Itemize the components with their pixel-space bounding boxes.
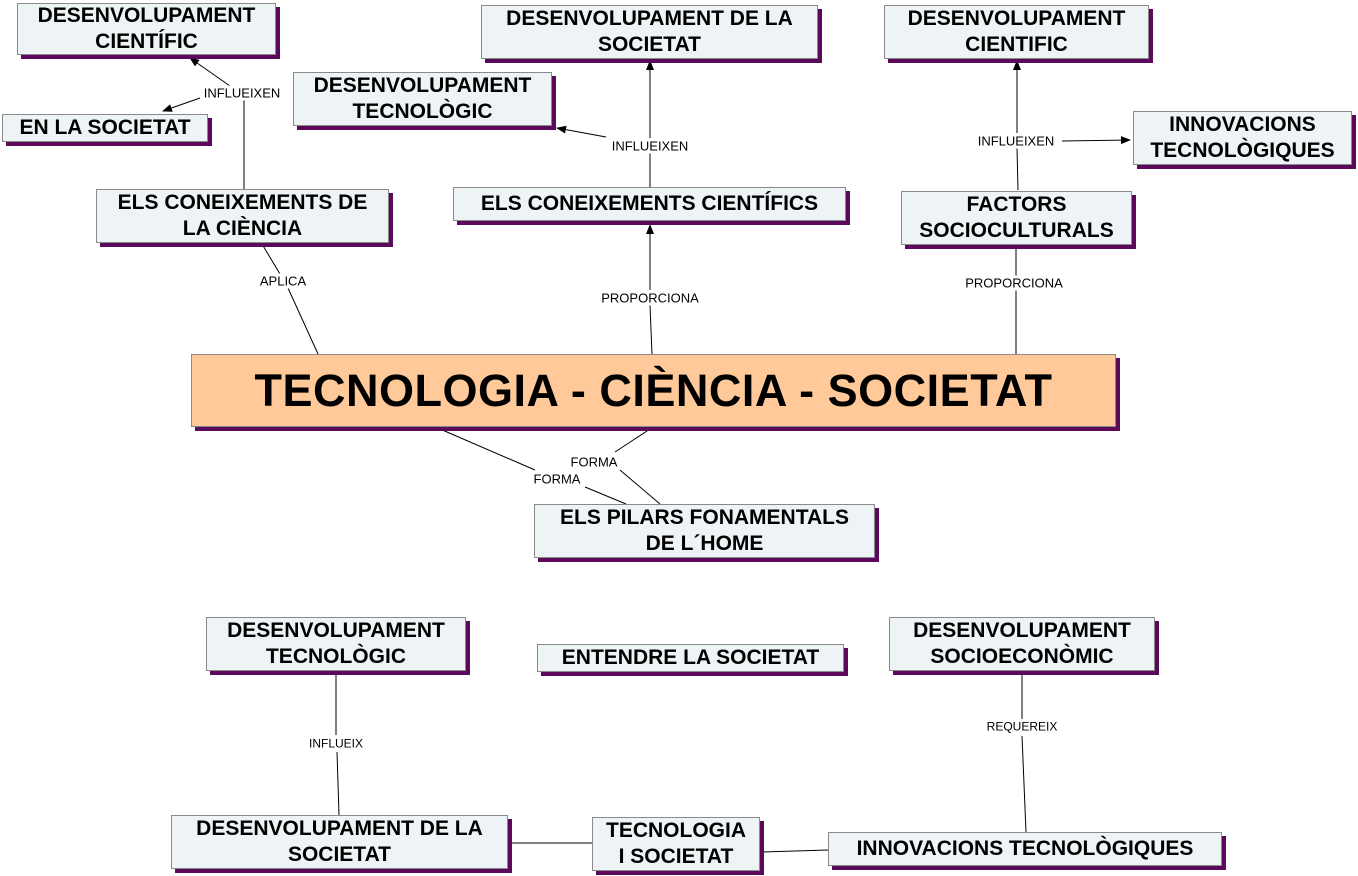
label-influeixen-middle: INFLUEIXEN bbox=[609, 138, 691, 154]
label-proporciona-right: PROPORCIONA bbox=[963, 275, 1065, 291]
label-influeix: INFLUEIX bbox=[306, 736, 366, 752]
label-forma-2: FORMA bbox=[531, 471, 583, 487]
node-factors-socioculturals[interactable]: FACTORS SOCIOCULTURALS bbox=[901, 191, 1132, 245]
node-els-coneixements-cientifics[interactable]: ELS CONEIXEMENTS CIENTÍFICS bbox=[453, 187, 846, 221]
node-desenvolupament-cientific-left[interactable]: DESENVOLUPAMENT CIENTÍFIC bbox=[17, 3, 276, 55]
node-desenvolupament-de-la-societat-top[interactable]: DESENVOLUPAMENT DE LA SOCIETAT bbox=[481, 5, 818, 59]
link-influeixen-to-desenv-cientific bbox=[189, 57, 231, 87]
link-main-to-aplica bbox=[287, 287, 319, 355]
link-requereix-to-innovacions bbox=[1021, 735, 1027, 833]
node-desenvolupament-cientific-right[interactable]: DESENVOLUPAMENT CIENTIFIC bbox=[884, 5, 1149, 59]
link-main-to-forma-1 bbox=[439, 428, 536, 471]
node-innovacions-tecnologiques-bottom[interactable]: INNOVACIONS TECNOLÒGIQUES bbox=[828, 832, 1222, 866]
node-desenvolupament-de-la-societat-bottom[interactable]: DESENVOLUPAMENT DE LA SOCIETAT bbox=[171, 815, 508, 869]
label-forma-1: FORMA bbox=[568, 454, 620, 470]
node-tecnologia-i-societat[interactable]: TECNOLOGIA I SOCIETAT bbox=[592, 817, 760, 871]
link-influeixen-to-desenv-tecnologic bbox=[556, 125, 607, 138]
label-proporciona-middle: PROPORCIONA bbox=[599, 290, 701, 306]
node-desenvolupament-socioeconomic[interactable]: DESENVOLUPAMENT SOCIOECONÒMIC bbox=[889, 617, 1155, 671]
node-desenvolupament-tecnologic-bottom[interactable]: DESENVOLUPAMENT TECNOLÒGIC bbox=[206, 617, 466, 671]
node-desenvolupament-tecnologic-top[interactable]: DESENVOLUPAMENT TECNOLÒGIC bbox=[293, 72, 552, 126]
link-forma-2-to-pilars bbox=[619, 469, 661, 505]
node-entendre-la-societat[interactable]: ENTENDRE LA SOCIETAT bbox=[537, 644, 844, 672]
label-requereix: REQUEREIX bbox=[984, 719, 1060, 735]
node-en-la-societat[interactable]: EN LA SOCIETAT bbox=[2, 114, 208, 142]
label-influeixen-left: INFLUEIXEN bbox=[201, 85, 283, 101]
link-influeix-to-societat bbox=[336, 751, 340, 816]
label-aplica: APLICA bbox=[257, 273, 309, 289]
link-influeixen-to-innovacions bbox=[1061, 136, 1131, 145]
link-aplica-to-coneixements bbox=[261, 243, 281, 275]
link-factors-to-influeixen bbox=[1016, 147, 1019, 191]
link-tecnologia-societat-to-innovacions bbox=[761, 849, 829, 853]
node-innovacions-tecnologiques-top[interactable]: INNOVACIONS TECNOLÒGIQUES bbox=[1133, 111, 1352, 165]
link-main-to-forma-2 bbox=[614, 428, 651, 453]
node-els-pilars-fonamentals[interactable]: ELS PILARS FONAMENTALS DE L´HOME bbox=[534, 504, 875, 558]
node-tecnologia-ciencia-societat[interactable]: TECNOLOGIA - CIÈNCIA - SOCIETAT bbox=[191, 354, 1116, 427]
label-influeixen-right: INFLUEIXEN bbox=[975, 133, 1057, 149]
link-main-to-proporciona bbox=[649, 304, 653, 355]
link-influeixen-to-en-la-societat bbox=[162, 97, 201, 112]
link-forma-1-to-pilars bbox=[584, 486, 627, 505]
node-els-coneixements-de-la-ciencia[interactable]: ELS CONEIXEMENTS DE LA CIÈNCIA bbox=[96, 189, 389, 243]
